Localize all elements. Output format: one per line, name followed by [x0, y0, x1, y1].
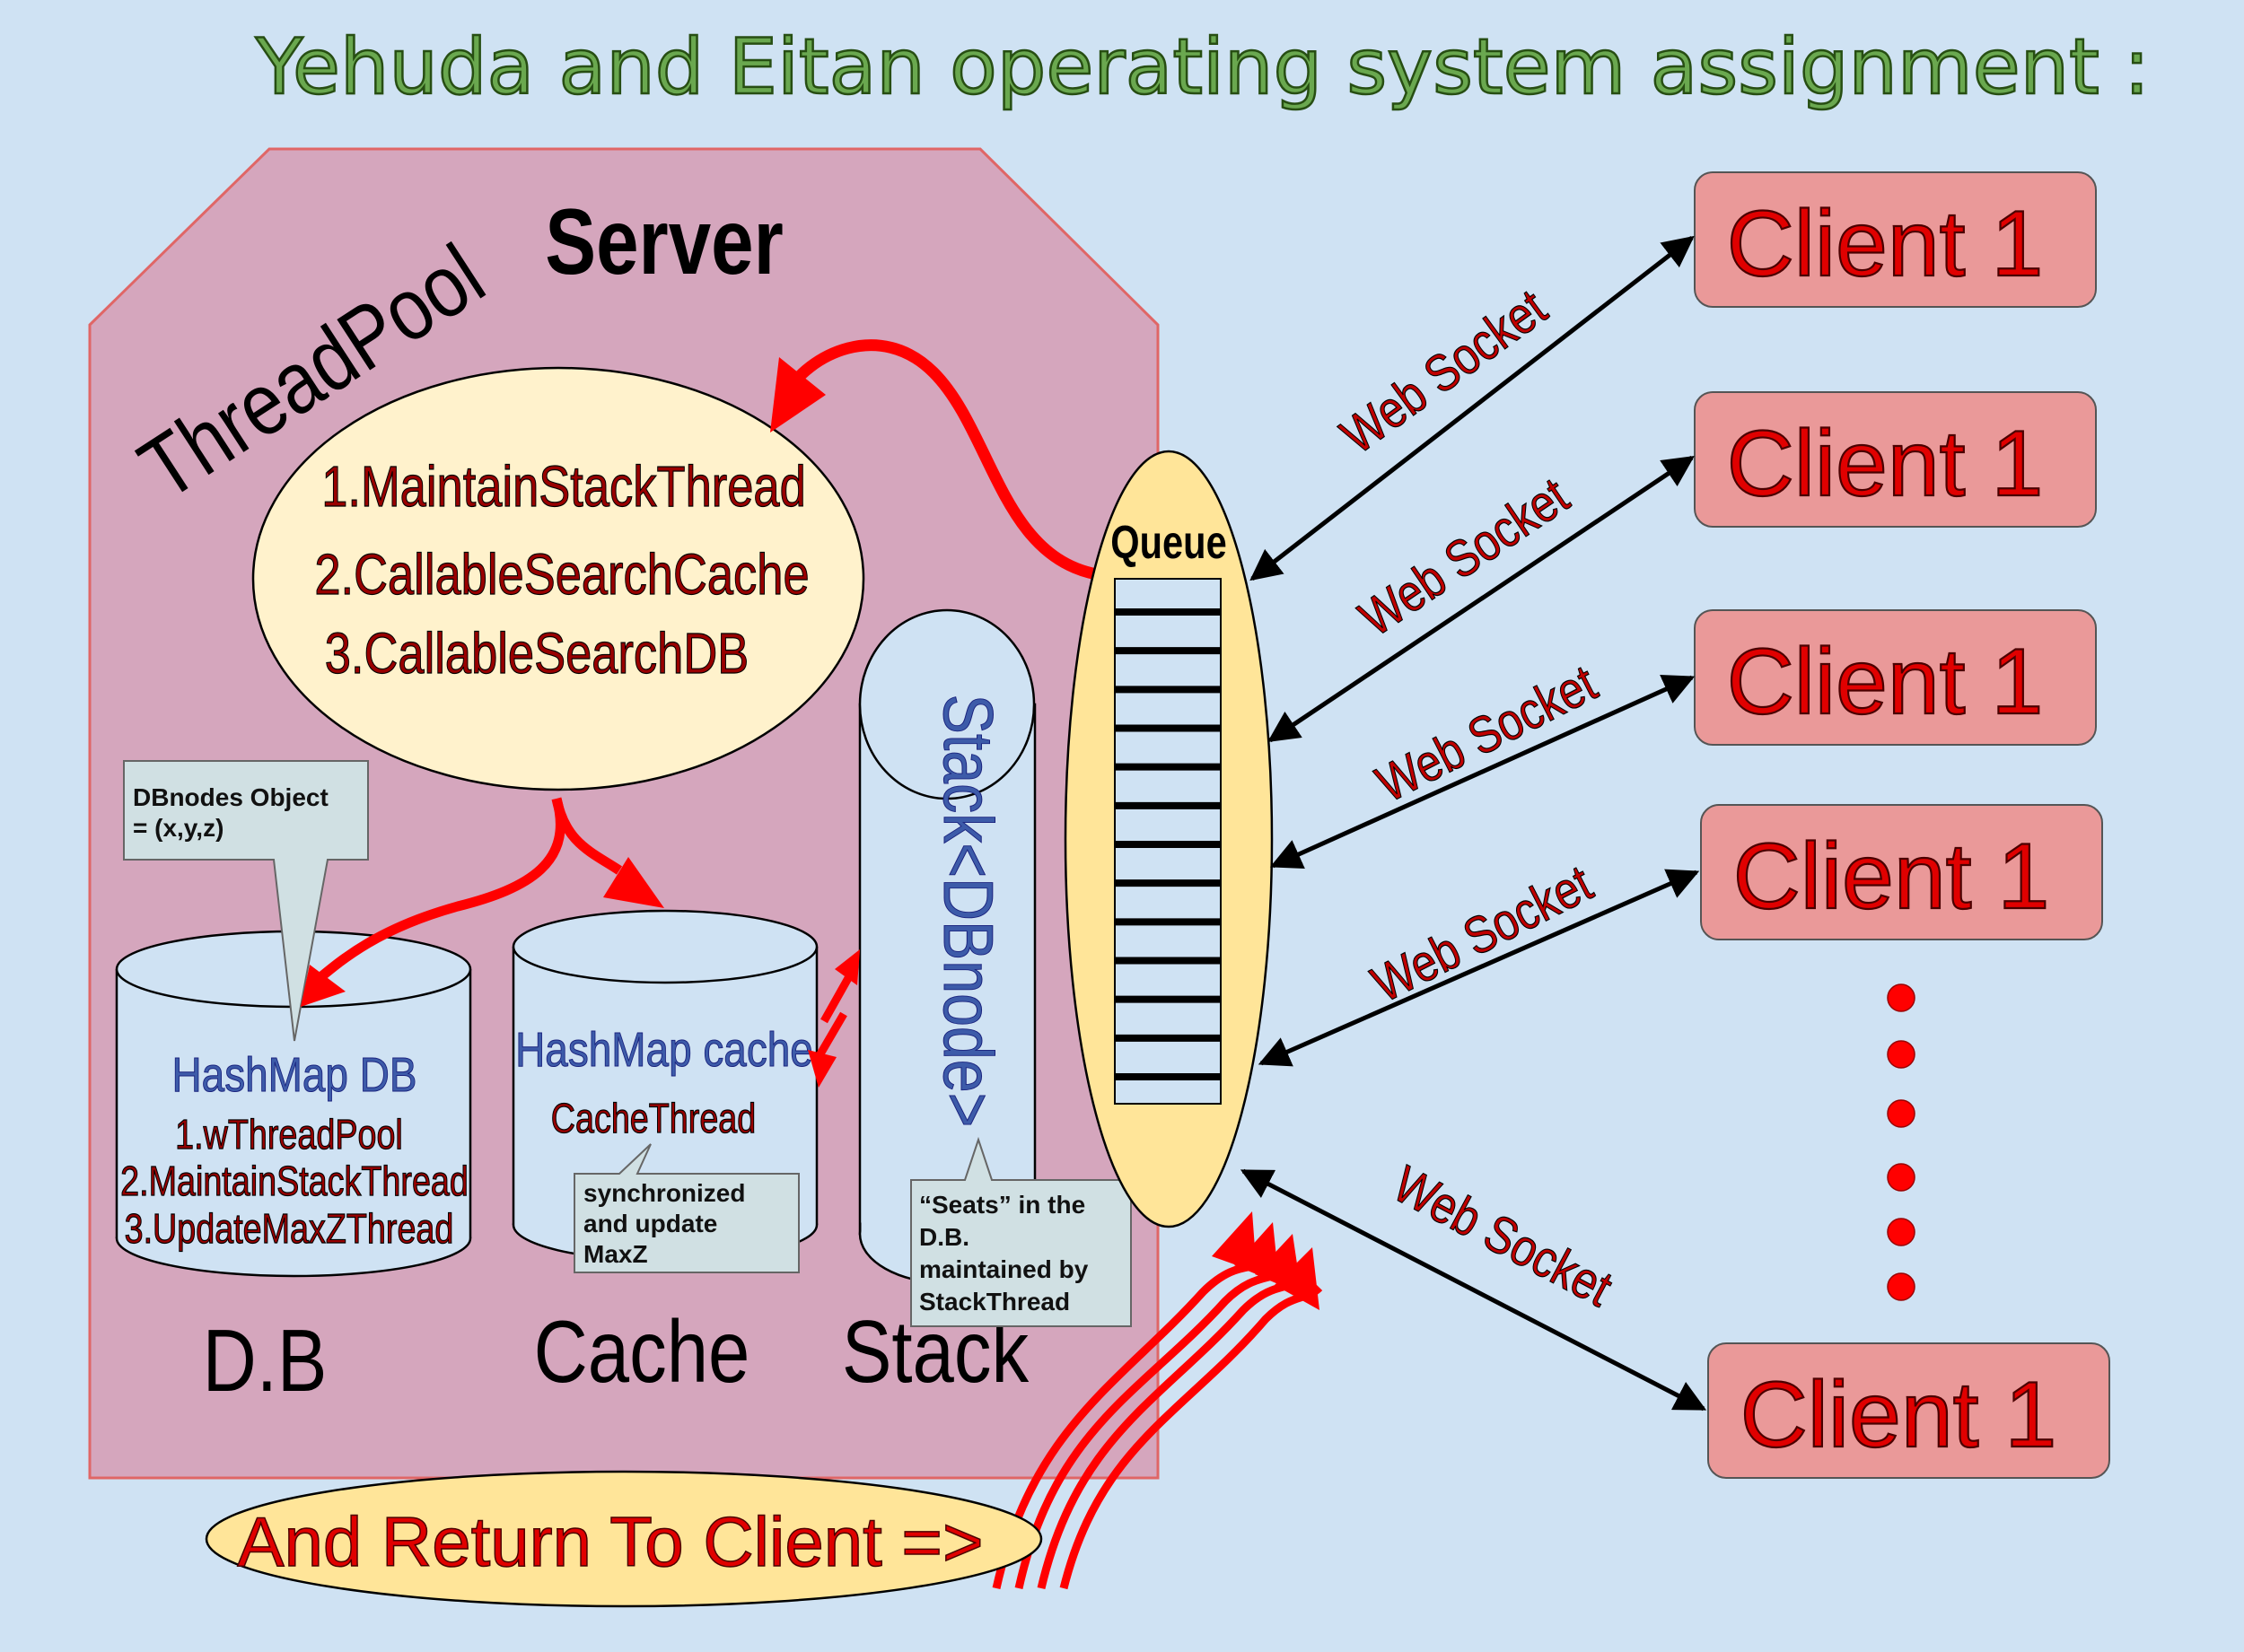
websocket-line-5	[1240, 1168, 1707, 1412]
cache-callout-line-2: and update	[583, 1210, 717, 1237]
db-item-2: 2.MaintainStackThread	[120, 1158, 469, 1203]
stack-callout-line-2: D.B.	[919, 1223, 969, 1251]
client-box-3[interactable]: Client 1	[1694, 609, 2097, 746]
return-ellipse	[205, 1470, 1043, 1608]
cache-callout-line-3: MaxZ	[583, 1240, 648, 1268]
cache-stack-arrowhead-1	[835, 949, 860, 985]
server-label: Server	[545, 190, 784, 294]
db-item-1: 1.wThreadPool	[175, 1111, 403, 1157]
websocket-line-4	[1258, 869, 1700, 1067]
stack-callout-line-4: StackThread	[919, 1288, 1070, 1315]
queue-to-threadpool-arrow	[780, 339, 1099, 581]
threadpool-to-db-arrow	[311, 797, 565, 987]
thread-item-3: 3.CallableSearchDB	[325, 622, 749, 686]
db-name: HashMap DB	[172, 1048, 417, 1102]
stack-callout-line-3: maintained by	[919, 1255, 1089, 1283]
queue-label: Queue	[1110, 516, 1226, 569]
cache-name: HashMap cache	[515, 1023, 813, 1077]
client-label-4: Client 1	[1733, 825, 2050, 929]
thread-item-2: 2.CallableSearchCache	[314, 543, 809, 607]
cache-thread: CacheThread	[551, 1095, 756, 1141]
client-label-2: Client 1	[1727, 412, 2044, 516]
cache-stack-arrow-1	[820, 975, 852, 1024]
db-item-3: 3.UpdateMaxZThread	[125, 1205, 454, 1251]
client-label-3: Client 1	[1727, 630, 2044, 734]
client-label-5: Client 1	[1740, 1363, 2057, 1467]
db-callout	[123, 760, 369, 1042]
page-title: Yehuda and Eitan operating system assign…	[255, 22, 2150, 112]
cache-stack-arrow-2	[815, 1011, 847, 1060]
return-label: And Return To Client =>	[237, 1502, 983, 1581]
cache-stack-arrowhead-2	[808, 1050, 837, 1088]
thread-item-1: 1.MaintainStackThread	[321, 455, 806, 519]
client-box-2[interactable]: Client 1	[1694, 391, 2097, 528]
client-box-5[interactable]: Client 1	[1707, 1342, 2110, 1479]
db-caption: D.B	[203, 1313, 328, 1411]
db-cylinder	[115, 930, 472, 1278]
websocket-line-3	[1269, 674, 1696, 870]
cache-caption: Cache	[534, 1304, 750, 1402]
queue-slots	[1115, 608, 1221, 1080]
stack-name: Stack<DBnode>	[929, 695, 1007, 1128]
connections	[1240, 235, 1707, 1412]
threadpool-to-cache-arrowhead	[603, 857, 664, 908]
client-label-1: Client 1	[1727, 192, 2044, 296]
clients: Client 1 Client 1 Client 1 Client 1 Clie…	[1694, 171, 2110, 1479]
queue-to-threadpool-arrowhead	[770, 357, 826, 433]
db-callout-line-1: DBnodes Object	[133, 783, 329, 811]
more-clients-dots	[1887, 983, 1915, 1301]
db-callout-line-2: = (x,y,z)	[133, 814, 224, 842]
client-box-1[interactable]: Client 1	[1694, 171, 2097, 308]
client-box-4[interactable]: Client 1	[1700, 804, 2103, 940]
cache-callout	[574, 1143, 800, 1273]
threadpool-ellipse	[251, 366, 865, 791]
stack-callout-line-1: “Seats” in the	[919, 1191, 1085, 1219]
cache-callout-line-1: synchronized	[583, 1179, 745, 1207]
stack-callout	[910, 1136, 1132, 1327]
threadpool-to-db-arrowhead	[301, 965, 346, 1007]
threadpool-to-cache-arrow	[551, 797, 623, 875]
